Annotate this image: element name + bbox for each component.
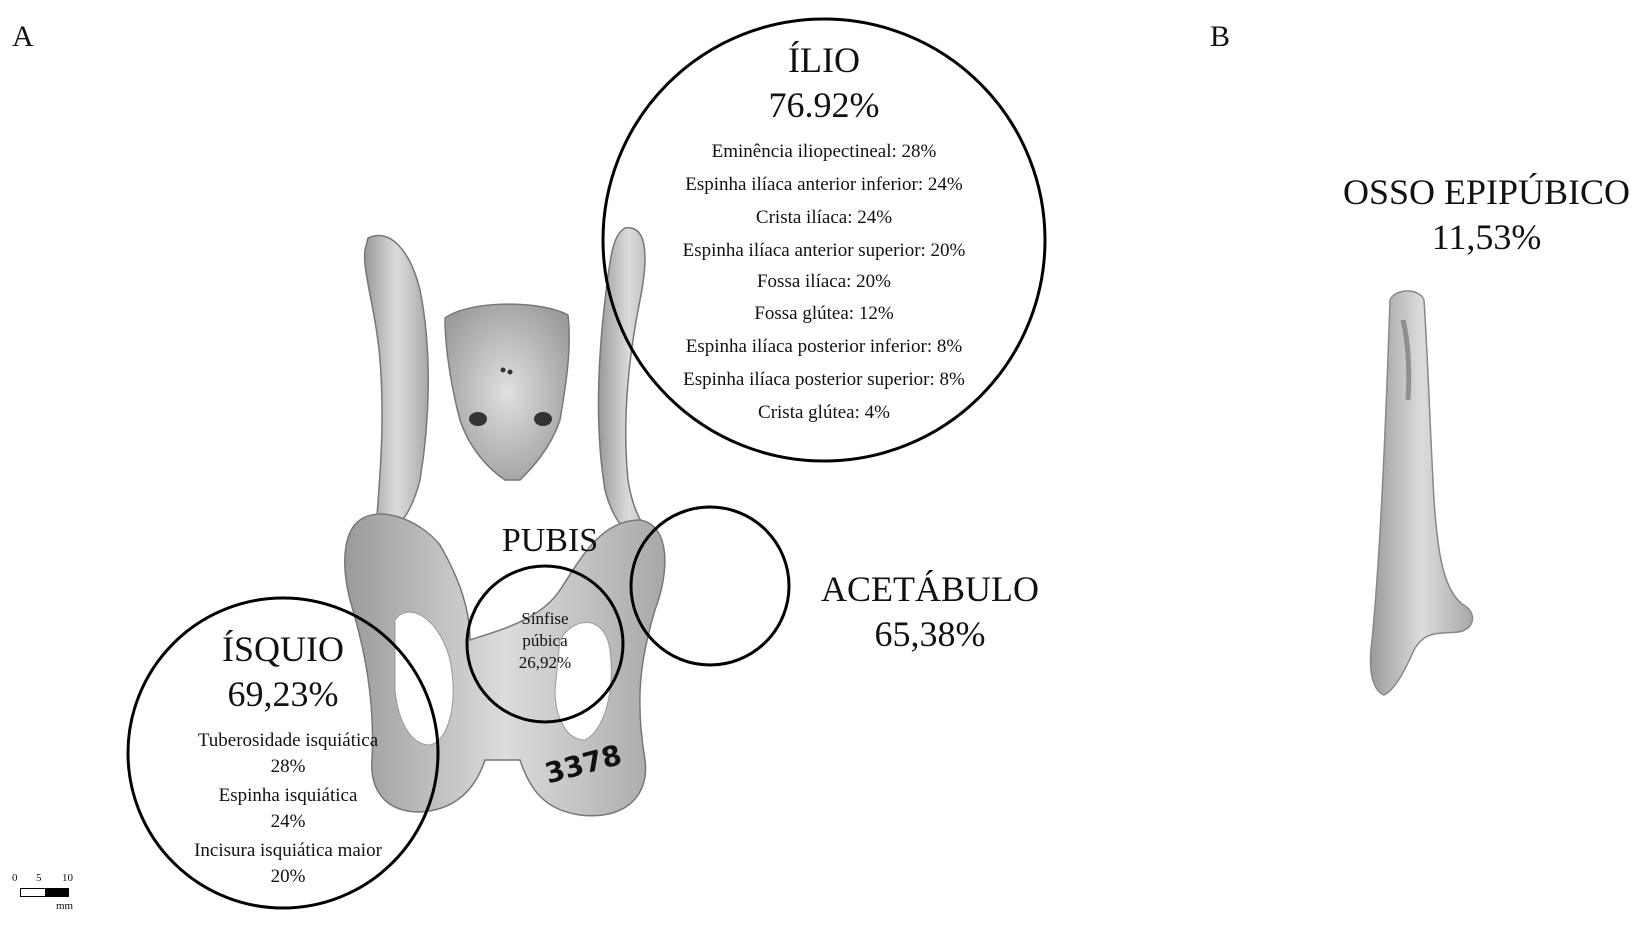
ilio-item: Espinha ilíaca anterior inferior: 24% — [624, 168, 1024, 201]
sacrum — [445, 304, 569, 480]
isquio-title: ÍSQUIO — [183, 627, 383, 672]
scale-tick-0: 0 — [12, 872, 18, 884]
epipubico-percent: 11,53% — [1330, 215, 1643, 260]
isquio-item: Espinha isquiática — [158, 783, 418, 809]
ilio-item: Espinha ilíaca posterior inferior: 8% — [624, 330, 1024, 363]
pubis-detail: Sínfise púbica 26,92% — [495, 608, 595, 674]
ilio-item: Espinha ilíaca anterior superior: 20% — [624, 234, 1024, 267]
ilio-title: ÍLIO — [724, 38, 924, 83]
pubis-percent: 26,92% — [495, 652, 595, 674]
scale-bar: 0 5 10 mm — [12, 872, 82, 920]
pubis-line2: púbica — [495, 630, 595, 652]
ilio-percent: 76.92% — [724, 83, 924, 128]
acetabulo-percent: 65,38% — [800, 612, 1060, 657]
left-ilium — [365, 236, 429, 540]
isquio-item: Incisura isquiática maior — [158, 838, 418, 864]
scale-tick-10: 10 — [62, 872, 73, 884]
epipubico-title: OSSO EPIPÚBICO — [1330, 170, 1643, 215]
scale-segment-white — [20, 888, 46, 897]
ilio-item: Crista ilíaca: 24% — [624, 201, 1024, 234]
ilio-item: Crista glútea: 4% — [624, 396, 1024, 429]
ilio-item: Fossa glútea: 12% — [624, 297, 1024, 330]
ilio-item: Espinha ilíaca posterior superior: 8% — [624, 363, 1024, 396]
ilio-item: Eminência iliopectineal: 28% — [624, 135, 1024, 168]
isquio-item: 28% — [158, 754, 418, 780]
ilio-item: Fossa ilíaca: 20% — [624, 267, 1024, 297]
epipubic-bone — [1371, 291, 1473, 695]
scale-tick-5: 5 — [36, 872, 42, 884]
acetabulo-title: ACETÁBULO — [800, 567, 1060, 612]
pubis-line1: Sínfise — [495, 608, 595, 630]
ilio-list: Eminência iliopectineal: 28% Espinha ilí… — [624, 135, 1024, 429]
isquio-item: Tuberosidade isquiática — [158, 728, 418, 754]
isquio-item: 24% — [158, 809, 418, 835]
pubis-title: PUBIS — [470, 522, 630, 560]
isquio-list: Tuberosidade isquiática 28% Espinha isqu… — [158, 728, 418, 890]
isquio-percent: 69,23% — [183, 672, 383, 717]
isquio-item: 20% — [158, 864, 418, 890]
scale-unit: mm — [56, 900, 73, 912]
scale-segment-black — [45, 888, 69, 897]
